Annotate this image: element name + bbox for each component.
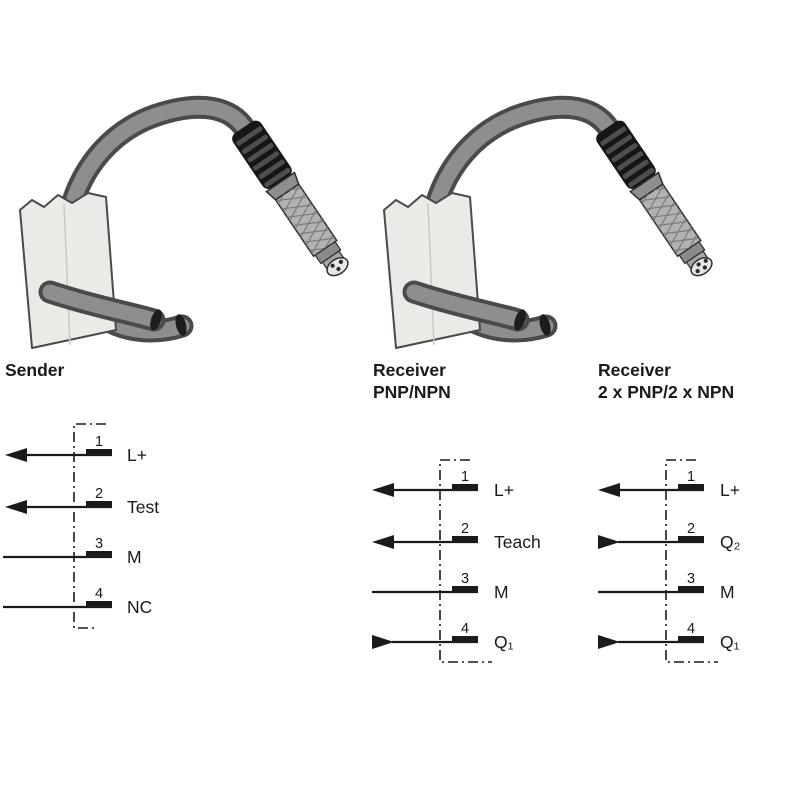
pin-terminal <box>86 601 112 607</box>
pin-number: 2 <box>687 521 695 537</box>
pin-terminal <box>678 536 704 542</box>
pin-terminal <box>86 449 112 455</box>
pin-row: 3 M <box>598 571 735 602</box>
pin-label: Teach <box>494 532 541 552</box>
pin-row: 1 L+ <box>5 434 147 465</box>
pin-label: NC <box>127 597 152 617</box>
device-boundary <box>665 459 718 663</box>
pin-terminal <box>86 501 112 507</box>
pin-label: Q₂ <box>720 532 740 552</box>
pin-label: L+ <box>127 445 147 465</box>
pin-number: 3 <box>461 571 469 587</box>
pin-label: M <box>494 582 509 602</box>
pin-number: 4 <box>95 586 103 602</box>
device-boundary <box>439 459 492 663</box>
pin-terminal <box>452 586 478 592</box>
pin-number: 3 <box>95 536 103 552</box>
pin-row: 2 Teach <box>372 521 541 552</box>
receiver-connector-pins <box>695 258 708 274</box>
output-arrow-icon <box>598 635 620 649</box>
pin-row: 1 L+ <box>598 469 740 500</box>
pin-number: 4 <box>687 621 695 637</box>
pin-number: 2 <box>95 486 103 502</box>
diagram-title: Receiver <box>373 360 446 380</box>
sensor-illustrations <box>0 0 800 360</box>
pin-terminal <box>678 636 704 642</box>
pin-number: 4 <box>461 621 469 637</box>
pin-label: L+ <box>494 480 514 500</box>
pin-dot <box>338 259 344 265</box>
receiver-cable-illustration <box>384 107 720 348</box>
pin-terminal <box>452 484 478 490</box>
receiver-pnp-npn-diagram: Receiver PNP/NPN 1 L+ 2 Teach 3 <box>372 360 541 663</box>
diagram-title: PNP/NPN <box>373 382 451 402</box>
sender-diagram: Sender 1 L+ 2 Test 3 M <box>3 360 159 629</box>
pin-number: 3 <box>687 571 695 587</box>
pin-row: 3 M <box>372 571 509 602</box>
pin-terminal <box>452 536 478 542</box>
diagram-title: 2 x PNP/2 x NPN <box>598 382 734 402</box>
receiver-2x-diagram: Receiver 2 x PNP/2 x NPN 1 L+ 2 Q₂ 3 <box>598 360 740 663</box>
pin-terminal <box>678 484 704 490</box>
pin-dot <box>702 265 707 270</box>
input-arrow-icon <box>598 483 620 497</box>
output-arrow-icon <box>598 535 620 549</box>
pin-number: 2 <box>461 521 469 537</box>
diagram-title: Sender <box>5 360 65 380</box>
pin-label: Q₁ <box>494 632 514 652</box>
pin-row: 1 L+ <box>372 469 514 500</box>
device-boundary <box>73 423 106 629</box>
input-arrow-icon <box>5 500 27 514</box>
input-arrow-icon <box>5 448 27 462</box>
wiring-diagrams: Sender 1 L+ 2 Test 3 M <box>3 360 740 663</box>
output-arrow-icon <box>372 635 394 649</box>
sender-cable-illustration <box>20 107 356 348</box>
pin-number: 1 <box>95 434 103 450</box>
pin-label: M <box>127 547 142 567</box>
pin-terminal <box>678 586 704 592</box>
pin-dot <box>695 269 700 274</box>
pin-row: 2 Q₂ <box>598 521 740 552</box>
sender-connector-pins <box>330 259 344 272</box>
pin-label: L+ <box>720 480 740 500</box>
pin-number: 1 <box>461 469 469 485</box>
pin-dot <box>703 258 708 263</box>
input-arrow-icon <box>372 535 394 549</box>
pin-row: 4 Q₁ <box>372 621 514 652</box>
pin-terminal <box>452 636 478 642</box>
pin-number: 1 <box>687 469 695 485</box>
pin-dot <box>696 262 701 267</box>
pin-terminal <box>86 551 112 557</box>
pin-row: 2 Test <box>5 486 159 517</box>
pin-row: 3 M <box>3 536 142 567</box>
pin-row: 4 Q₁ <box>598 621 740 652</box>
pin-row: 4 NC <box>3 586 152 617</box>
pin-label: M <box>720 582 735 602</box>
pin-label: Test <box>127 497 159 517</box>
pin-dot <box>330 263 335 268</box>
diagram-title: Receiver <box>598 360 671 380</box>
input-arrow-icon <box>372 483 394 497</box>
pin-dot <box>336 266 341 272</box>
pin-label: Q₁ <box>720 632 740 652</box>
